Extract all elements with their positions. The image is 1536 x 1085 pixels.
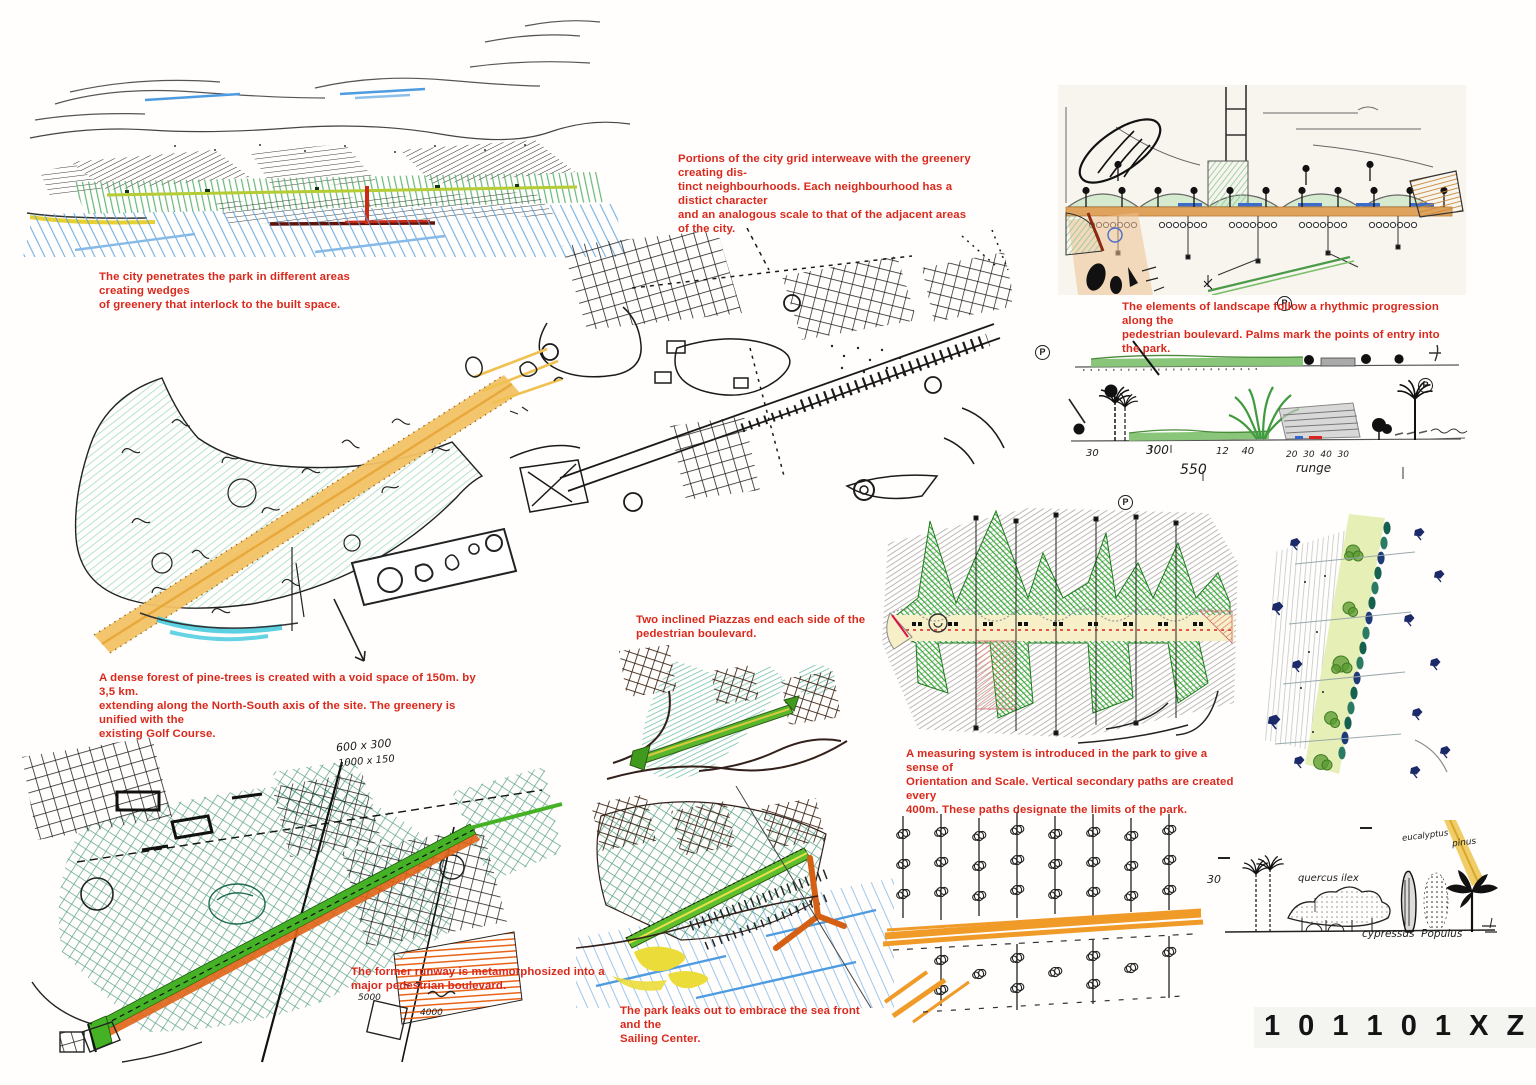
water-edge [139,547,366,662]
orange-terminal [393,931,523,1025]
annotation-forest: A dense forest of pine-trees is created … [99,672,476,740]
coastal-panorama-sketch [15,12,630,257]
tan-ramp [1409,170,1464,218]
grid-patches [562,230,1012,500]
south-shapes [31,981,456,1063]
landscape-section-sketch [1063,333,1468,483]
texture-dots [830,344,906,376]
parking-symbol: P [1418,378,1433,393]
annotation-wedges: The city penetrates the park in differen… [99,271,350,311]
clearing-circles [465,356,564,415]
annotation-rhythm: The elements of landscape follow a rhyth… [1122,301,1440,355]
annotation-sea-front: The park leaks out to embrace the sea fr… [620,1005,860,1045]
handwritten-palm-height: 30 [1207,873,1221,886]
city-grids [591,794,826,856]
handwritten-section-dim: 300 [1146,443,1169,457]
handwritten-species-cypress: cypressus Populus [1362,928,1463,940]
orange-pier [773,855,847,951]
lower-trees [1115,216,1401,276]
central-lawn [1305,514,1385,774]
central-boulevard [886,608,1234,650]
annotation-city-grid: Portions of the city grid interweave wit… [678,153,971,235]
round-plaza [80,877,114,911]
handwritten-section-dim: 30 [1086,448,1099,459]
piazza-bar [629,695,800,771]
green-court [1207,160,1249,208]
pine-forest-sketch [42,333,567,670]
mountain-ridge [29,121,630,141]
tree-row [1338,521,1391,760]
lower-green-line [1203,255,1355,295]
dark-palm [1446,870,1498,932]
orange-boulevard [883,908,1204,1024]
program-bar [350,527,518,607]
background-lines [1065,106,1434,203]
yellow-band [1444,820,1484,886]
pen-curves [1077,690,1219,744]
left-corner [1065,212,1165,295]
boulevard-rhythm-sketch [1058,85,1466,295]
tower-lines [1225,85,1247,161]
pier-comb [689,869,833,950]
coast-outline [606,690,848,780]
palms [1241,854,1285,932]
city-grids [22,737,507,947]
red-zones [975,610,1233,710]
specks [1300,575,1326,733]
yellow-leaks [612,946,709,991]
city-grid-plan-sketch [492,228,1012,536]
park-blobs [208,854,465,925]
parking-symbol: P [1277,296,1292,311]
city-grids [619,645,841,725]
boulevard-corridor [559,323,1001,492]
foliage-scribbles [121,417,451,614]
crossing-roads [76,761,543,1063]
sea-hatch [23,204,625,257]
parking-symbol: P [1035,345,1050,360]
coastline [576,895,819,949]
annotation-runway: The former runway is metamorphosized int… [351,966,605,992]
forest-mass [74,377,484,609]
handwritten-species-quercus: quercus ilex [1298,873,1359,884]
clouds [34,20,601,121]
quercus-row [1287,886,1391,933]
cross-paths [1274,551,1416,745]
cloud-blue-streaks [144,87,426,102]
green-clusters [1313,544,1364,771]
slab-lines [1282,409,1360,434]
secondary-paths [973,512,1179,736]
building-blocks [115,790,263,852]
handwritten-section-dim: 12 40 [1216,446,1255,457]
parking-symbol: P [1118,495,1133,510]
handwritten-section-word: runge [1296,461,1332,475]
runway-void [93,374,521,654]
tree-scribbles [896,824,1177,996]
measuring-system-sketch [878,503,1246,746]
runway-extension [473,347,563,405]
runway-boulevard-plan-sketch [22,732,567,1080]
label-pointer [1489,917,1493,929]
handwritten-section-total: 550 [1180,462,1207,478]
leaf-veins [1097,130,1151,178]
sea-front-sketch [576,786,894,1008]
stray-line [1414,739,1448,773]
tree-grid-boulevard-sketch [883,806,1205,1028]
upper-section [1074,340,1460,398]
tree-species-elevation-sketch [1210,820,1508,968]
annotation-piazzas: Two inclined Piazzas end each side of th… [636,614,866,640]
inclined-piazzas-sketch [603,643,855,791]
handwritten-plan-dim: 5000 [358,993,381,1003]
handwritten-plan-dim: 4000 [420,1008,443,1018]
cypress [1400,870,1417,933]
annotation-measuring: A measuring system is introduced in the … [906,748,1234,816]
dash-rows [892,933,1194,1013]
survey-line [735,786,872,1008]
runway-band [87,802,563,1053]
project-code: 1 0 1 1 0 1 X Z [1254,1007,1536,1048]
lower-section [1068,379,1468,481]
populus [1423,872,1449,932]
palm-strip-plan-sketch [1265,512,1473,780]
handwritten-section-dim: 20 30 40 30 [1286,450,1349,460]
plan-outlines [509,228,1009,513]
